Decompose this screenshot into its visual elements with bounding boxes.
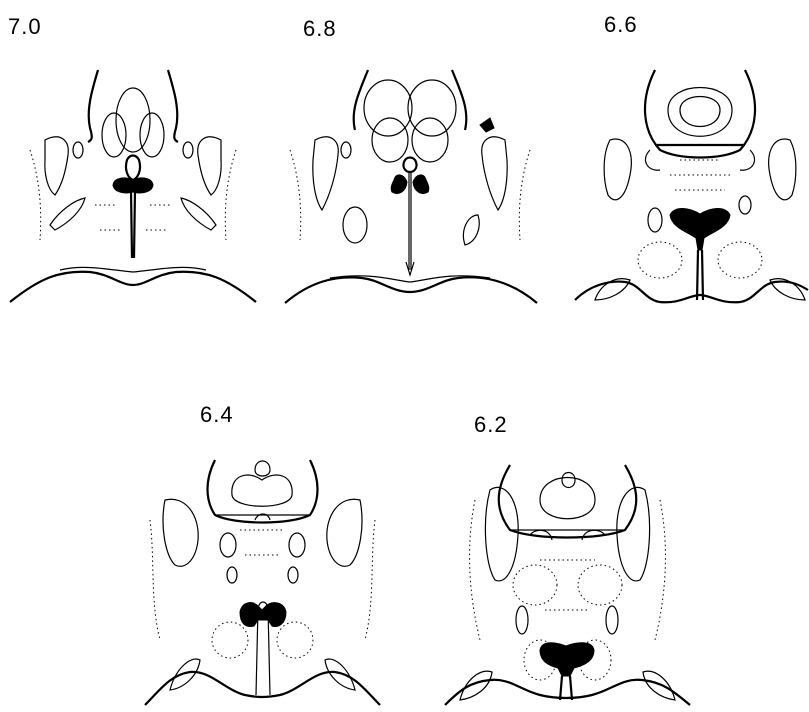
lesion-6-8 — [391, 175, 429, 194]
brain-section-6-6 — [575, 70, 808, 302]
lesion-6-6 — [670, 208, 730, 250]
lesion-7-0 — [113, 178, 153, 193]
brain-section-6-2 — [445, 465, 690, 705]
brain-section-6-4 — [145, 460, 380, 705]
brain-section-6-8 — [285, 70, 537, 303]
lesion-6-4 — [240, 603, 286, 627]
brain-section-7-0 — [10, 70, 256, 302]
lesion-6-2 — [540, 643, 594, 676]
